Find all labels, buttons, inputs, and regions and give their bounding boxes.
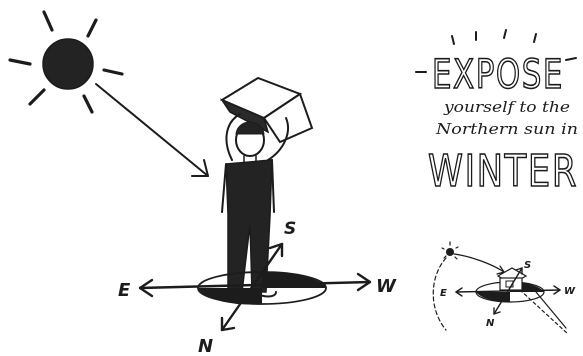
compass-west-label: W bbox=[376, 276, 397, 297]
person-holding-house bbox=[219, 76, 314, 300]
compass-south-label: S bbox=[284, 219, 296, 239]
east-west-axis bbox=[138, 272, 372, 298]
sun-icon bbox=[8, 10, 124, 114]
mini-north-label: N bbox=[486, 318, 495, 329]
mini-south-label: S bbox=[524, 260, 531, 271]
house-box-icon bbox=[219, 76, 314, 144]
sunlight-arrow bbox=[95, 83, 209, 177]
main-compass: E W S N bbox=[118, 219, 397, 356]
headline-expose: EXPOSE bbox=[432, 52, 564, 98]
mini-compass-diagram: E W S N bbox=[432, 241, 576, 335]
sun-rays bbox=[8, 10, 124, 114]
compass-east-label: E bbox=[118, 280, 131, 301]
headline: EXPOSE yourself to the Northern sun in W… bbox=[415, 29, 578, 198]
headline-dashes bbox=[415, 29, 577, 73]
compass-north-label: N bbox=[198, 336, 213, 356]
mini-east-label: E bbox=[440, 288, 447, 299]
north-south-axis bbox=[220, 242, 284, 332]
headline-subline-1: yourself to the bbox=[443, 98, 570, 116]
headline-subline-2: Northern sun in bbox=[435, 120, 578, 138]
head bbox=[235, 121, 265, 163]
mini-sun-icon bbox=[441, 241, 459, 260]
mini-west-label: W bbox=[564, 286, 576, 297]
headline-winter: WINTER bbox=[428, 146, 578, 197]
